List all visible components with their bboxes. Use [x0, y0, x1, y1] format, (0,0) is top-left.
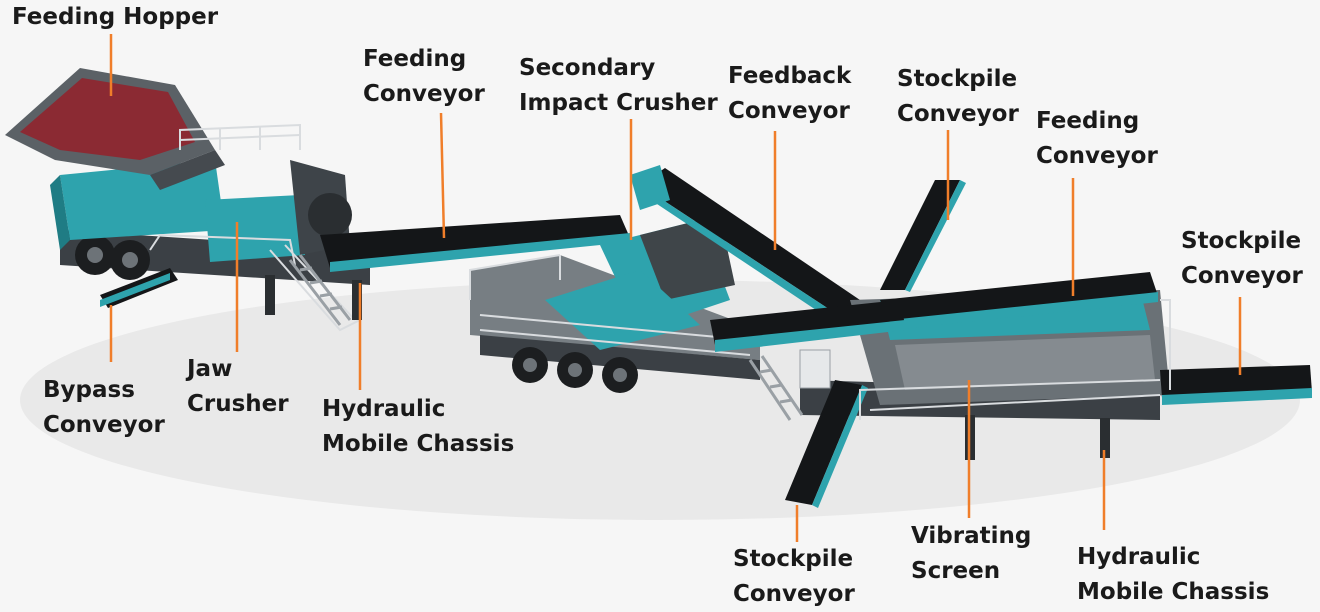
primary-wheel	[87, 247, 103, 263]
leader-feeding-conveyor-1	[439, 112, 446, 239]
bypass-conveyor-frame	[100, 273, 170, 307]
label-feedback-conveyor: Feedback Conveyor	[728, 59, 851, 129]
primary-jaw-unit	[5, 68, 370, 332]
primary-support-leg	[265, 275, 275, 315]
control-cabinet	[799, 349, 831, 389]
label-hydraulic-mobile-chassis-1: Hydraulic Mobile Chassis	[322, 392, 514, 462]
label-line: Crusher	[187, 391, 289, 417]
screening-support-leg	[1100, 418, 1110, 458]
feeding-conveyor-2-frame	[890, 292, 1158, 330]
label-line: Impact Crusher	[519, 90, 718, 116]
label-hydraulic-mobile-chassis-2: Hydraulic Mobile Chassis	[1077, 540, 1269, 610]
label-line: Stockpile	[733, 546, 854, 572]
screening-unit	[710, 180, 1312, 508]
secondary-impact-unit	[469, 215, 760, 393]
label-line: Vibrating	[911, 523, 1032, 549]
stockpile-conveyor-right-frame	[1162, 388, 1312, 405]
feeding-conveyor-1	[320, 215, 630, 272]
secondary-wheel	[613, 368, 627, 382]
stockpile-conveyor-right-belt	[1160, 365, 1312, 398]
label-line: Feeding	[1036, 108, 1140, 134]
label-line: Conveyor	[1036, 143, 1158, 169]
label-bypass-conveyor: Bypass Conveyor	[43, 373, 165, 443]
vibrating-screen-media	[895, 335, 1155, 390]
feeding-hopper-flange	[150, 150, 225, 190]
stockpile-conveyor-bottom-frame	[812, 385, 868, 508]
leader-lines	[109, 34, 1242, 542]
label-line: Hydraulic	[1077, 544, 1201, 570]
stockpile-conveyor-bottom-belt	[785, 380, 862, 505]
primary-stairs	[288, 254, 352, 326]
label-line: Secondary	[519, 55, 656, 81]
vibrating-feeder-side	[50, 175, 70, 250]
stockpile-conveyor-top-belt	[880, 180, 960, 290]
label-line: Stockpile	[897, 66, 1018, 92]
label-stockpile-conveyor-bottom: Stockpile Conveyor	[733, 542, 855, 612]
screening-stairs	[748, 355, 804, 421]
feedback-conveyor-head	[630, 165, 670, 210]
feeding-conveyor-1-belt	[320, 215, 630, 268]
jaw-crusher-body	[205, 195, 305, 262]
feedback-conveyor-frame	[636, 185, 838, 322]
screening-platform-railing	[859, 299, 1171, 420]
transfer-conveyor-frame	[715, 320, 905, 352]
primary-platform-railing	[149, 123, 361, 332]
label-line: Conveyor	[363, 81, 485, 107]
jaw-crusher-flywheel	[308, 193, 352, 237]
feeding-conveyor-2-belt	[880, 272, 1158, 325]
label-line: Bypass	[43, 377, 135, 403]
feedback-conveyor	[630, 165, 860, 322]
label-line: Stockpile	[1181, 228, 1302, 254]
stockpile-conveyor-top-frame	[905, 180, 966, 292]
label-line: Conveyor	[1181, 263, 1303, 289]
label-line: Conveyor	[897, 101, 1019, 127]
secondary-platform-railing	[469, 254, 751, 356]
label-line: Feedback	[728, 63, 852, 89]
label-line: Screen	[911, 558, 1001, 584]
secondary-wheel	[523, 358, 537, 372]
label-line: Mobile Chassis	[322, 431, 515, 457]
label-line: Conveyor	[728, 98, 850, 124]
label-line: Feeding	[363, 46, 467, 72]
transfer-conveyor-belt	[710, 300, 905, 345]
label-secondary-impact-crusher: Secondary Impact Crusher	[519, 51, 718, 121]
primary-wheel	[122, 252, 138, 268]
feedback-conveyor-belt	[640, 168, 860, 315]
label-line: Jaw	[187, 356, 233, 382]
label-feeding-hopper: Feeding Hopper	[12, 0, 218, 35]
label-vibrating-screen: Vibrating Screen	[911, 519, 1031, 589]
label-line: Hydraulic	[322, 396, 446, 422]
label-jaw-crusher: Jaw Crusher	[187, 352, 289, 422]
label-line: Conveyor	[733, 581, 855, 607]
label-stockpile-conveyor-top: Stockpile Conveyor	[897, 62, 1019, 132]
label-stockpile-conveyor-right: Stockpile Conveyor	[1181, 224, 1303, 294]
primary-support-leg	[352, 280, 362, 320]
label-line: Mobile Chassis	[1077, 579, 1270, 605]
feeding-hopper-inner	[20, 78, 195, 160]
feeding-conveyor-1-frame	[330, 233, 630, 272]
label-line: Conveyor	[43, 412, 165, 438]
impact-crusher-base	[545, 270, 700, 350]
label-feeding-conveyor-2: Feeding Conveyor	[1036, 104, 1158, 174]
label-feeding-conveyor-1: Feeding Conveyor	[363, 42, 485, 112]
secondary-wheel	[568, 363, 582, 377]
label-line: Feeding Hopper	[12, 4, 219, 30]
